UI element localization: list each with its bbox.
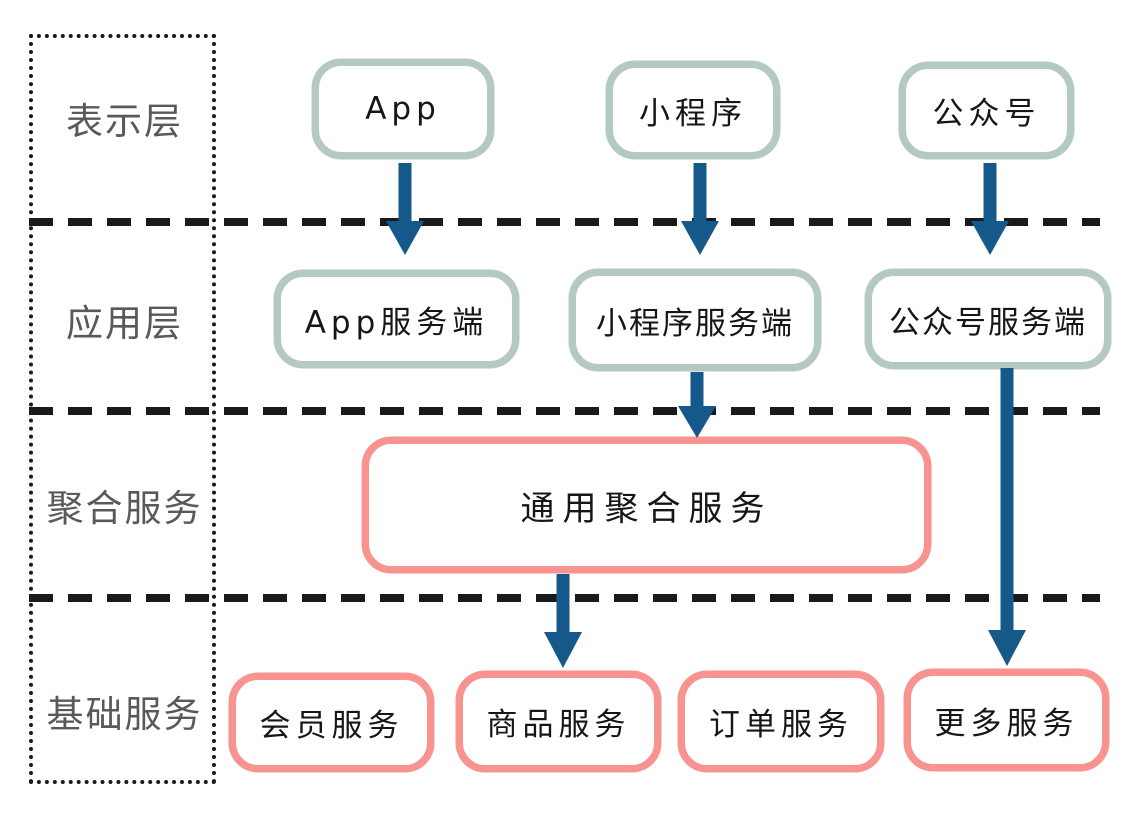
layer-label-application: 应用层 xyxy=(66,302,183,345)
arrow-miniprogram-server-to-aggregation-icon xyxy=(678,372,716,438)
node-more-services-label: 更多服务 xyxy=(934,705,1079,742)
arrow-official-account-server-to-more-services-icon xyxy=(988,368,1026,666)
node-app-label: App xyxy=(365,91,441,127)
layer-label-presentation: 表示层 xyxy=(66,100,183,143)
arrow-miniprogram-to-miniprogram-server-icon xyxy=(681,163,719,255)
divider-presentation-application xyxy=(29,218,1100,226)
node-miniprogram: 小程序 xyxy=(607,62,779,158)
node-order-service: 订单服务 xyxy=(679,672,883,771)
node-product-service: 商品服务 xyxy=(457,672,660,771)
node-general-aggregation-service: 通用聚合服务 xyxy=(363,438,930,572)
arrow-app-to-app-server-icon xyxy=(386,163,424,255)
node-official-account-server-label: 公众号服务端 xyxy=(889,304,1087,341)
node-app: App xyxy=(313,60,493,158)
node-miniprogram-server: 小程序服务端 xyxy=(570,270,820,370)
arrow-official-account-to-official-account-server-icon xyxy=(971,163,1009,255)
layer-label-aggregation: 聚合服务 xyxy=(46,487,203,530)
layer-label-base: 基础服务 xyxy=(46,693,203,736)
arrow-aggregation-to-product-service-icon xyxy=(544,574,582,668)
node-member-service-label: 会员服务 xyxy=(259,708,404,744)
divider-application-aggregation xyxy=(29,407,1100,415)
node-member-service: 会员服务 xyxy=(230,674,433,771)
node-general-aggregation-service-label: 通用聚合服务 xyxy=(520,488,773,529)
node-app-server: App服务端 xyxy=(275,271,518,367)
node-official-account-server: 公众号服务端 xyxy=(866,270,1110,368)
node-more-services: 更多服务 xyxy=(905,670,1108,770)
node-miniprogram-label: 小程序 xyxy=(639,95,747,132)
node-miniprogram-server-label: 小程序服务端 xyxy=(596,305,794,342)
node-product-service-label: 商品服务 xyxy=(486,707,631,743)
node-app-server-label: App服务端 xyxy=(304,304,489,341)
node-order-service-label: 订单服务 xyxy=(709,707,853,743)
node-official-account-label: 公众号 xyxy=(932,96,1041,132)
node-official-account: 公众号 xyxy=(900,63,1073,158)
